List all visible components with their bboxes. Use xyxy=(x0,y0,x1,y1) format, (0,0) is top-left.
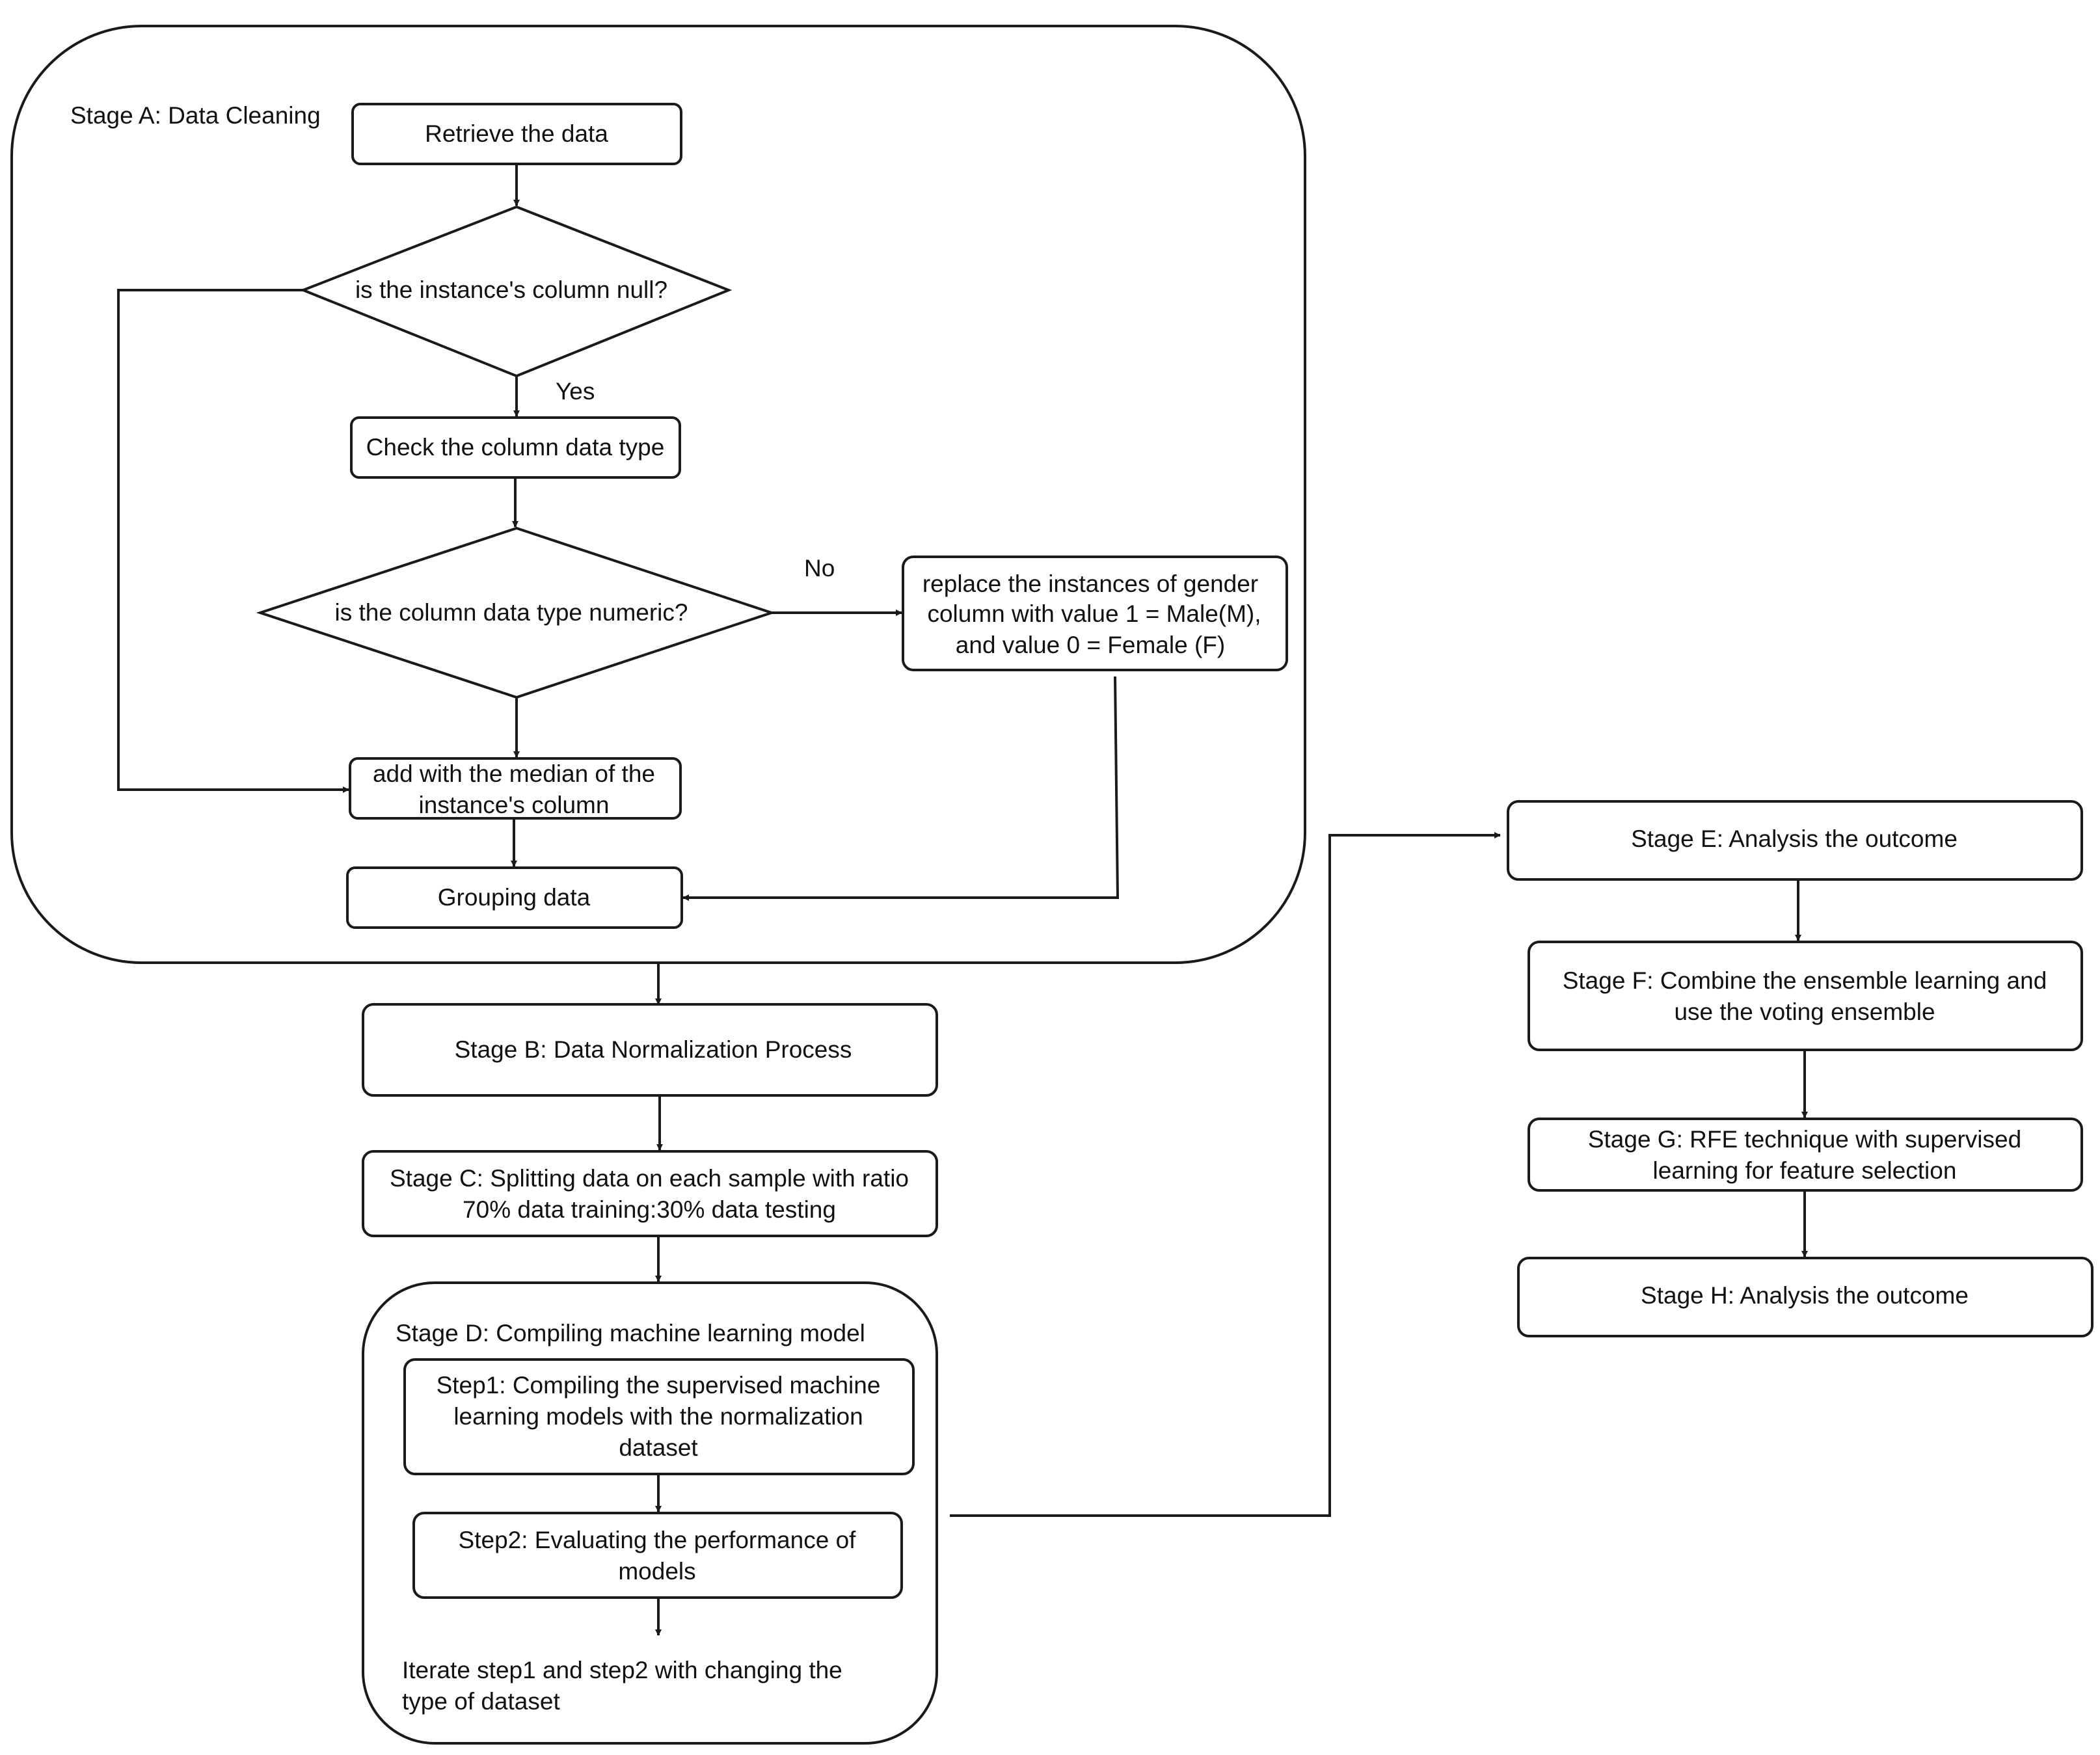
stage-g-line-2: learning for feature selection xyxy=(1653,1157,1957,1184)
grouping-data-label: Grouping data xyxy=(438,884,591,911)
stage-g-line-1: Stage G: RFE technique with supervised xyxy=(1588,1126,2021,1153)
numeric-check-label: is the column data type numeric? xyxy=(335,599,688,626)
grouping-data-box xyxy=(346,866,683,929)
step2-box xyxy=(412,1512,903,1599)
stage-b-box xyxy=(362,1003,938,1097)
stage-a-frame xyxy=(10,25,1306,964)
stage-a-title: Stage A: Data Cleaning xyxy=(70,102,321,129)
edge-null-to-median xyxy=(117,289,349,793)
stage-d-title: Stage D: Compiling machine learning mode… xyxy=(396,1320,865,1346)
null-check-label: is the instance's column null? xyxy=(355,276,667,303)
stage-f-box xyxy=(1528,941,2083,1051)
no-label: No xyxy=(804,555,835,582)
median-line-2: instance's column xyxy=(419,792,610,818)
edge-replace-to-grouping xyxy=(682,676,1120,901)
step2-line-2: models xyxy=(618,1558,695,1585)
step1-line-3: dataset xyxy=(619,1434,698,1461)
edge-staged-to-stagee xyxy=(950,832,1501,1517)
step2-line-1: Step2: Evaluating the performance of xyxy=(459,1527,857,1553)
median-line-1: add with the median of the xyxy=(373,760,655,787)
replace-gender-line-2: column with value 1 = Male(M), xyxy=(927,600,1261,627)
step1-line-1: Step1: Compiling the supervised machine xyxy=(437,1372,881,1399)
replace-gender-line-1: replace the instances of gender xyxy=(922,570,1258,597)
yes-label: Yes xyxy=(556,378,595,405)
check-type-label: Check the column data type xyxy=(366,434,665,461)
stage-b-label: Stage B: Data Normalization Process xyxy=(455,1036,852,1063)
replace-gender-line-3: and value 0 = Female (F) xyxy=(956,632,1225,658)
stage-c-line-2: 70% data training:30% data testing xyxy=(463,1196,836,1223)
stage-c-box xyxy=(362,1150,938,1237)
iterate-line-1: Iterate step1 and step2 with changing th… xyxy=(402,1657,842,1683)
stage-e-box xyxy=(1507,800,2083,881)
iterate-line-2: type of dataset xyxy=(402,1688,560,1715)
stage-f-line-2: use the voting ensemble xyxy=(1674,998,1935,1025)
replace-gender-box xyxy=(902,556,1288,671)
stage-e-label: Stage E: Analysis the outcome xyxy=(1631,825,1958,852)
stage-f-line-1: Stage F: Combine the ensemble learning a… xyxy=(1563,967,2047,994)
retrieve-data-label: Retrieve the data xyxy=(425,120,608,147)
step1-line-2: learning models with the normalization xyxy=(453,1403,863,1430)
stage-h-box xyxy=(1517,1257,2093,1337)
stage-c-line-1: Stage C: Splitting data on each sample w… xyxy=(390,1165,909,1192)
stage-h-label: Stage H: Analysis the outcome xyxy=(1641,1282,1969,1309)
